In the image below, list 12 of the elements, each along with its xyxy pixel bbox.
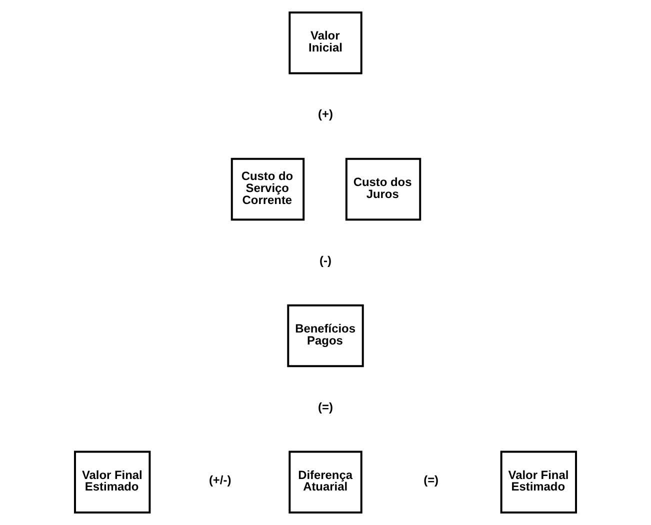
node-box: Valor Final Estimado [500,450,577,514]
node-box: Valor Final Estimado [74,450,151,514]
label: (-) [320,254,332,268]
label: (+) [318,107,333,122]
node-box: Custo dos Juros [345,158,422,221]
node-box: Diferença Atuarial [288,450,362,514]
node-box: Benefícios Pagos [287,304,364,368]
label: (=) [318,400,333,414]
node-box: Valor Inicial [288,11,362,74]
label: (=) [424,473,439,488]
node-box: Custo do Serviço Corrente [230,158,305,221]
label: (+/-) [208,473,232,488]
